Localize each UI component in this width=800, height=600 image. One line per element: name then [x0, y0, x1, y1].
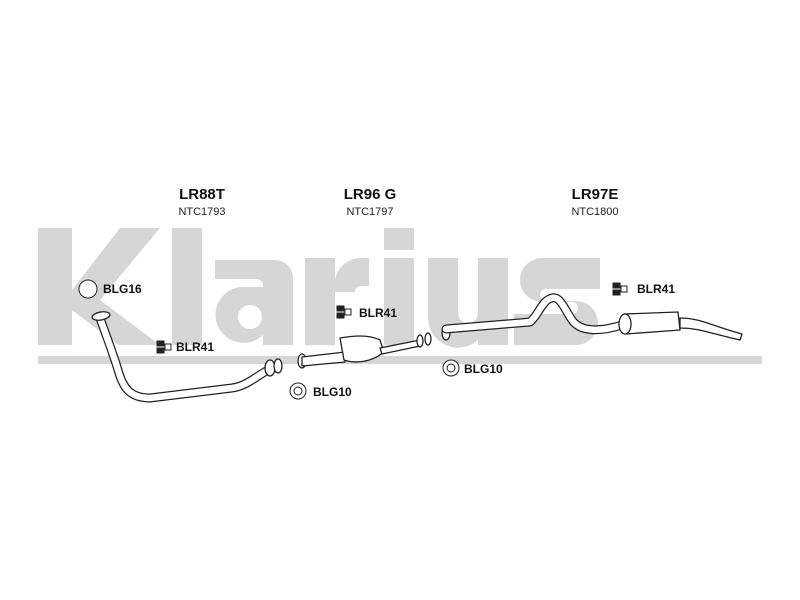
callout-blr41-front: BLR41 [176, 340, 215, 354]
section-code-lr88t: LR88T [179, 186, 225, 203]
centre-silencer [297, 332, 432, 369]
rubber-mount-icon [612, 282, 628, 296]
section-part-ntc1800: NTC1800 [571, 206, 619, 218]
rubber-mount-icon [336, 305, 352, 319]
gasket-ring-icon [442, 359, 460, 377]
callout-blr41-centre: BLR41 [359, 306, 398, 320]
callout-blg10-rear: BLG10 [464, 362, 503, 376]
ring-clamp-icon [78, 279, 98, 299]
callout-blr41-rear: BLR41 [637, 282, 676, 296]
section-code-lr96g: LR96 G [343, 186, 397, 203]
rubber-mount-icon [156, 340, 172, 354]
section-part-ntc1793: NTC1793 [178, 206, 226, 218]
section-code-lr97e: LR97E [571, 186, 619, 203]
gasket-ring-icon [289, 382, 307, 400]
rear-silencer [441, 293, 743, 341]
callout-blg10-centre: BLG10 [313, 385, 352, 399]
front-pipe [91, 311, 283, 403]
section-part-ntc1797: NTC1797 [346, 206, 394, 218]
callout-blg16: BLG16 [103, 282, 142, 296]
